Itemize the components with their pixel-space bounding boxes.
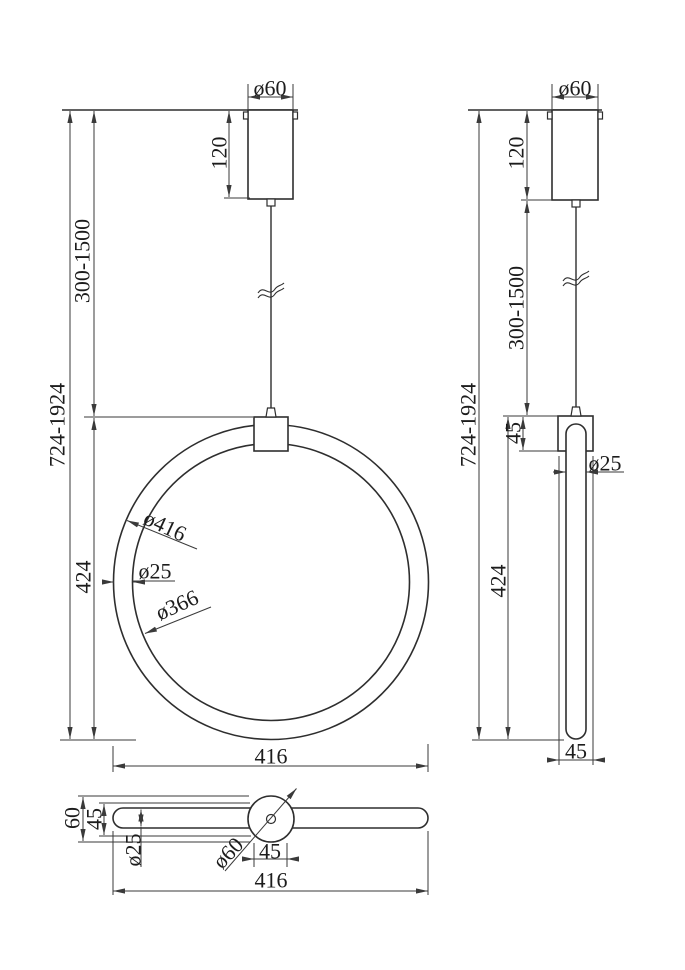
bottom-overall-width-label: 416: [255, 867, 288, 892]
front-canopy-diameter-label: ø60: [254, 75, 287, 100]
front-cable-break-symbol: [257, 282, 285, 299]
front-overall-height-label: 724-1924: [44, 383, 69, 467]
bottom-bracket-depth-label: 45: [81, 808, 106, 830]
side-ring-profile: [565, 423, 587, 740]
front-ring-height-label: 424: [70, 561, 95, 594]
bottom-tube-diameter-label: ø25: [120, 834, 145, 867]
front-suspension-length-label: 300-1500: [69, 219, 94, 303]
front-overall-width-label: 416: [255, 743, 288, 768]
front-canopy-right-tab: [292, 111, 299, 120]
bottom-dimension-lines: [78, 788, 429, 895]
side-canopy-left-tab: [546, 111, 553, 120]
side-canopy-right-tab: [597, 111, 604, 120]
front-cable-connector: [265, 407, 277, 418]
front-canopy-nub: [266, 198, 276, 207]
front-canopy: [247, 109, 294, 200]
bottom-bracket-width-label: 45: [259, 838, 281, 863]
side-dimension-lines: [472, 84, 624, 765]
bottom-view: 60 45 ø25 ø60 45 416: [59, 788, 429, 895]
bottom-canopy-diameter-label: ø60: [207, 832, 248, 873]
front-tube-diameter-label: ø25: [139, 558, 172, 583]
side-tube-diameter-label: ø25: [589, 450, 622, 475]
bottom-overall-depth-label: 60: [59, 807, 84, 829]
side-canopy: [551, 109, 599, 201]
front-dimension-lines: [60, 84, 429, 772]
side-cable-connector: [570, 406, 582, 417]
side-suspension-length-label: 300-1500: [503, 266, 528, 350]
side-bracket-height-label: 45: [500, 422, 525, 444]
side-bracket-width-label: 45: [565, 738, 587, 763]
side-canopy-diameter-label: ø60: [559, 75, 592, 100]
side-cable-break-symbol: [562, 270, 590, 287]
front-canopy-height-label: 120: [206, 137, 231, 170]
side-overall-height-label: 724-1924: [455, 383, 480, 467]
side-view: ø60 120 300-1500 724-1924 45 ø25 424 45: [455, 75, 624, 765]
front-inner-diameter-label: ø366: [152, 584, 202, 625]
front-canopy-left-tab: [242, 111, 249, 120]
front-outer-diameter-label: ø416: [140, 505, 190, 546]
front-ring-inner: [131, 442, 411, 722]
front-mount-box: [253, 416, 289, 452]
front-view: ø60 120 300-1500 724-1924 424 ø416 ø25 ø…: [44, 75, 430, 772]
side-ring-height-label: 424: [485, 565, 510, 598]
side-canopy-nub: [571, 199, 581, 208]
side-canopy-height-label: 120: [503, 137, 528, 170]
